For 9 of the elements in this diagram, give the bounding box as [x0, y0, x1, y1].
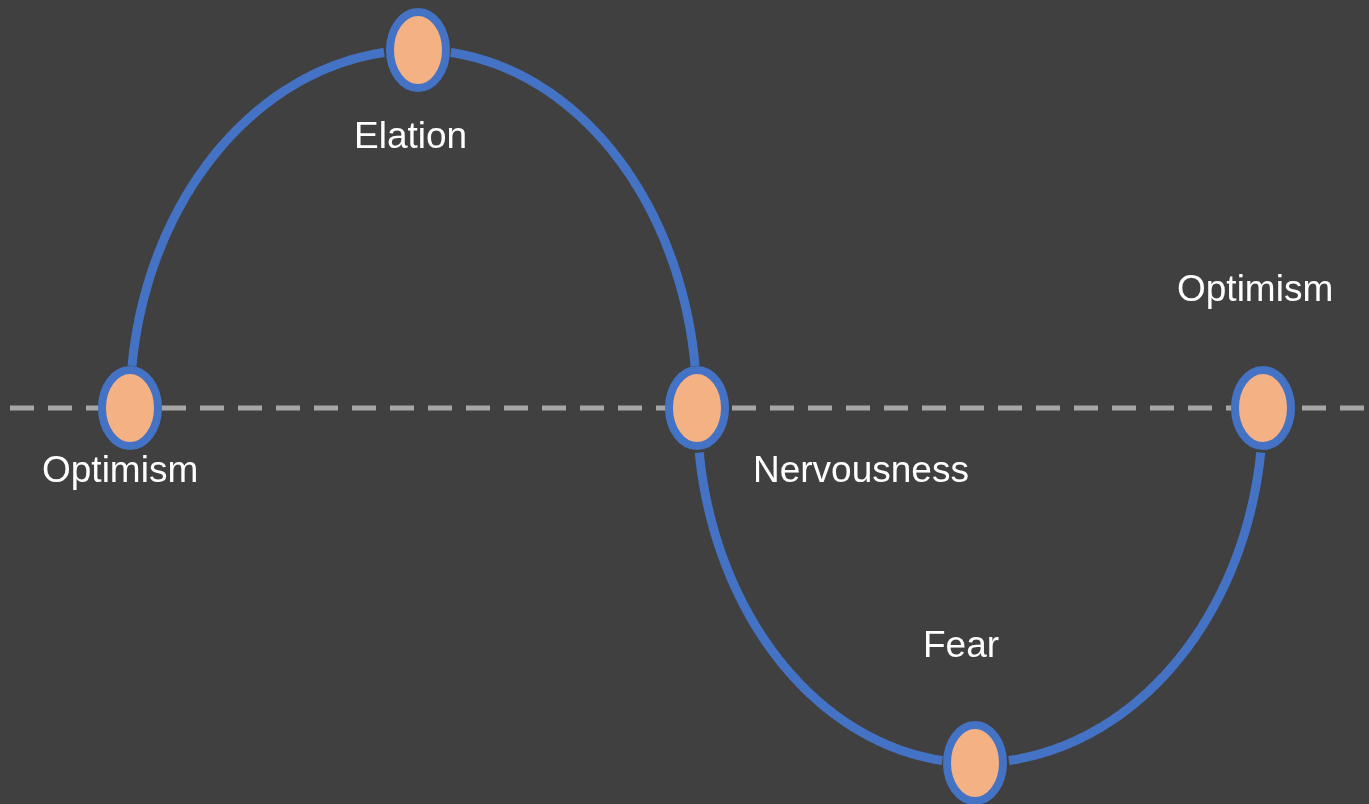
stage-label: Optimism: [1177, 267, 1334, 311]
curve-connector: [127, 48, 387, 368]
curve-connector: [694, 450, 945, 765]
curve-connector: [448, 48, 700, 368]
stage-label: Fear: [923, 623, 1000, 667]
stage-label: Elation: [354, 114, 468, 158]
stage-label: Nervousness: [753, 448, 969, 492]
curve-connector: [1006, 450, 1266, 765]
stage-label: Optimism: [42, 448, 199, 492]
